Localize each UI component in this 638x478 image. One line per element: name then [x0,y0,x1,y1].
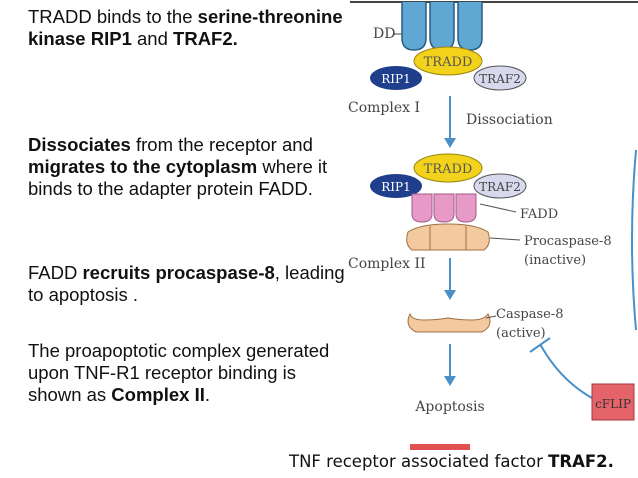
dd-label: DD [373,26,395,42]
right-edge-arrow [631,149,637,331]
receptor-chain-3 [457,2,483,51]
inhibition-bar [529,337,551,353]
p4-text-2: . [204,384,210,405]
p4-bold-1: Complex II [111,384,205,405]
rip1-complex1 [370,66,422,90]
paragraph-dissociates: Dissociates from the receptor and migrat… [28,134,358,200]
fadd-pointer [479,203,517,213]
cflip-inhibition-line [539,343,593,399]
rip1-label-2: RIP1 [381,180,410,194]
tradd-complex2 [413,153,483,183]
p3-bold-1: recruits procaspase-8 [82,262,275,283]
p2-text-1: from the receptor and [130,134,313,155]
dissociation-label: Dissociation [466,112,553,128]
p2-bold-2: migrates to the cytoplasm [28,156,258,177]
traf2-label-1: TRAF2 [479,72,521,86]
receptor-trimer [401,2,483,51]
p1-text-2: and [131,28,174,49]
procaspase8-label: Procaspase-8 [524,234,612,249]
caspase8-label: Caspase-8 [496,307,563,322]
traf2-label-2: TRAF2 [479,180,521,194]
caspase-pointer [485,315,497,319]
fadd-chain-2 [433,193,455,223]
apoptosis-label: Apoptosis [414,399,484,415]
p3-text-2: , leading to apoptosis . [28,262,345,305]
fadd-trimer [411,193,477,223]
p3-text-1: FADD [28,262,83,283]
paragraph-complex-ii: The proapoptotic complex generated upon … [28,340,348,406]
complex1-label: Complex I [348,100,420,116]
paragraph-tradd-binds: TRADD binds to the serine-threonine kina… [28,6,348,50]
caption: TNF receptor associated factor TRAF2. [289,452,614,471]
fadd-chain-1 [411,193,433,223]
receptor-chain-2 [429,2,455,51]
p4-text-1: The proapoptotic complex generated upon … [28,340,330,405]
tradd-complex1 [413,46,483,76]
apoptosis-pathway-diagram: DD TRADD RIP1 TRAF2 Complex I Dissociati… [348,1,638,450]
fadd-label: FADD [520,207,558,222]
active-label: (active) [496,326,546,341]
traf2-complex2 [473,173,527,199]
p1-text-1: TRADD binds to the [28,6,198,27]
cflip-box [591,383,635,421]
fadd-chain-3 [455,193,477,223]
procaspase8-shape [406,223,490,251]
arrow-head-1 [444,138,456,148]
tradd-label-2: TRADD [424,162,473,177]
paragraph-fadd-recruits: FADD recruits procaspase-8, leading to a… [28,262,348,306]
rip1-complex2 [370,174,422,198]
p1-bold-1: serine-threonine kinase RIP1 [28,6,343,49]
caption-text: TNF receptor associated factor [289,452,549,471]
tradd-label-1: TRADD [424,55,473,70]
cflip-label: cFLIP [595,397,631,411]
p2-bold-1: Dissociates [28,134,131,155]
procaspase-pointer [489,237,521,241]
traf2-complex1 [473,65,527,91]
complex2-label: Complex II [348,256,426,272]
cropped-red-text [410,444,470,450]
p2-text-2: where it binds to the adapter protein FA… [28,156,328,199]
inactive-label: (inactive) [524,253,586,268]
caspase8-shape [407,312,491,333]
arrow-head-2 [444,290,456,300]
arrow-head-3 [444,376,456,386]
caption-bold: TRAF2. [548,452,614,471]
receptor-chain-1 [401,2,427,51]
rip1-label-1: RIP1 [381,72,410,86]
p1-bold-2: TRAF2. [173,28,238,49]
